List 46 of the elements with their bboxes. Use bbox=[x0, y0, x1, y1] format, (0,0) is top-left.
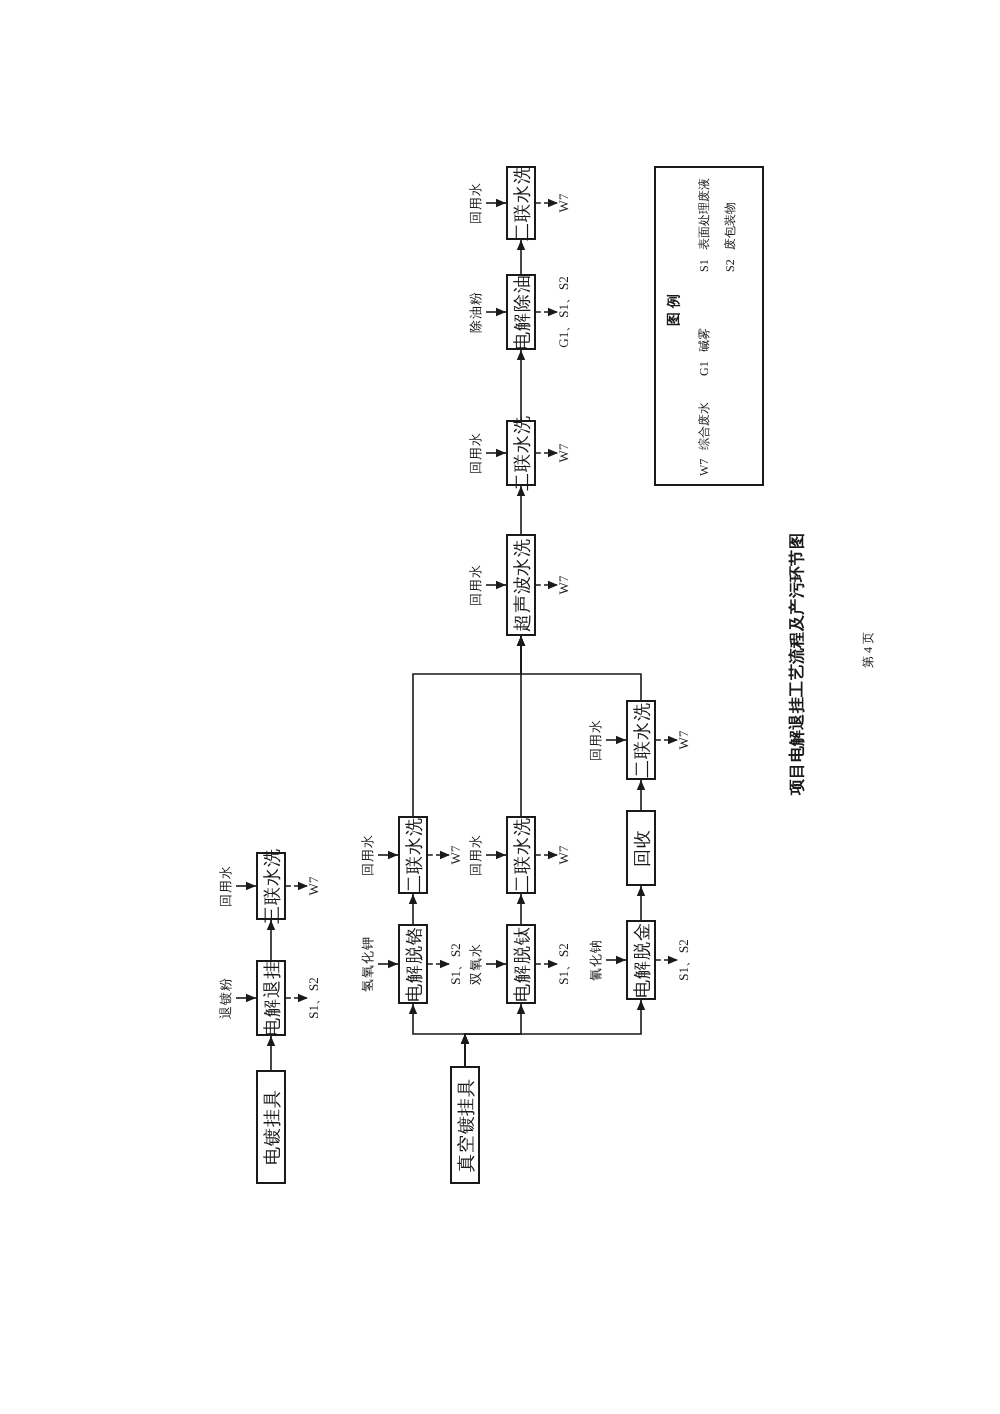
arrow bbox=[485, 198, 507, 208]
dashed-arrow bbox=[535, 580, 559, 590]
arrow bbox=[235, 993, 257, 1003]
arrow bbox=[516, 485, 526, 535]
arrow bbox=[485, 959, 507, 969]
process-box: 电解脱金 bbox=[626, 920, 656, 1000]
process-box: 二联水洗 bbox=[398, 816, 428, 894]
process-box: 二联水洗 bbox=[506, 816, 536, 894]
dashed-arrow bbox=[535, 959, 559, 969]
arrow bbox=[516, 635, 642, 701]
dashed-arrow bbox=[285, 881, 309, 891]
arrow bbox=[516, 893, 526, 925]
dashed-arrow bbox=[655, 955, 679, 965]
arrow bbox=[460, 999, 646, 1067]
arrow bbox=[605, 955, 627, 965]
process-box: 电镀挂具 bbox=[256, 1070, 286, 1184]
dashed-arrow bbox=[427, 959, 451, 969]
dashed-arrow bbox=[535, 850, 559, 860]
arrow bbox=[408, 893, 418, 925]
process-box: 超声波水洗 bbox=[506, 534, 536, 636]
arrow bbox=[516, 239, 526, 275]
arrow bbox=[485, 850, 507, 860]
dashed-arrow bbox=[535, 198, 559, 208]
process-box: 真空镀挂具 bbox=[450, 1066, 480, 1184]
dashed-arrow bbox=[535, 448, 559, 458]
arrow bbox=[485, 448, 507, 458]
arrow bbox=[485, 580, 507, 590]
arrow bbox=[266, 1035, 276, 1071]
title: 项目电解退挂工艺流程及产污环节图 bbox=[788, 532, 808, 796]
arrow bbox=[636, 885, 646, 921]
dashed-arrow bbox=[285, 993, 309, 1003]
arrow bbox=[377, 850, 399, 860]
dashed-arrow bbox=[655, 735, 679, 745]
process-box: 电解脱钛 bbox=[506, 924, 536, 1004]
arrow bbox=[485, 307, 507, 317]
dashed-arrow bbox=[427, 850, 451, 860]
arrow bbox=[235, 881, 257, 891]
arrow bbox=[516, 349, 526, 421]
process-box: 电解脱铬 bbox=[398, 924, 428, 1004]
dashed-arrow bbox=[535, 307, 559, 317]
process-box: 回收 bbox=[626, 810, 656, 886]
process-box: 二联水洗 bbox=[626, 700, 656, 780]
arrow bbox=[266, 919, 276, 961]
arrow bbox=[636, 779, 646, 811]
arrow bbox=[377, 959, 399, 969]
arrow bbox=[605, 735, 627, 745]
